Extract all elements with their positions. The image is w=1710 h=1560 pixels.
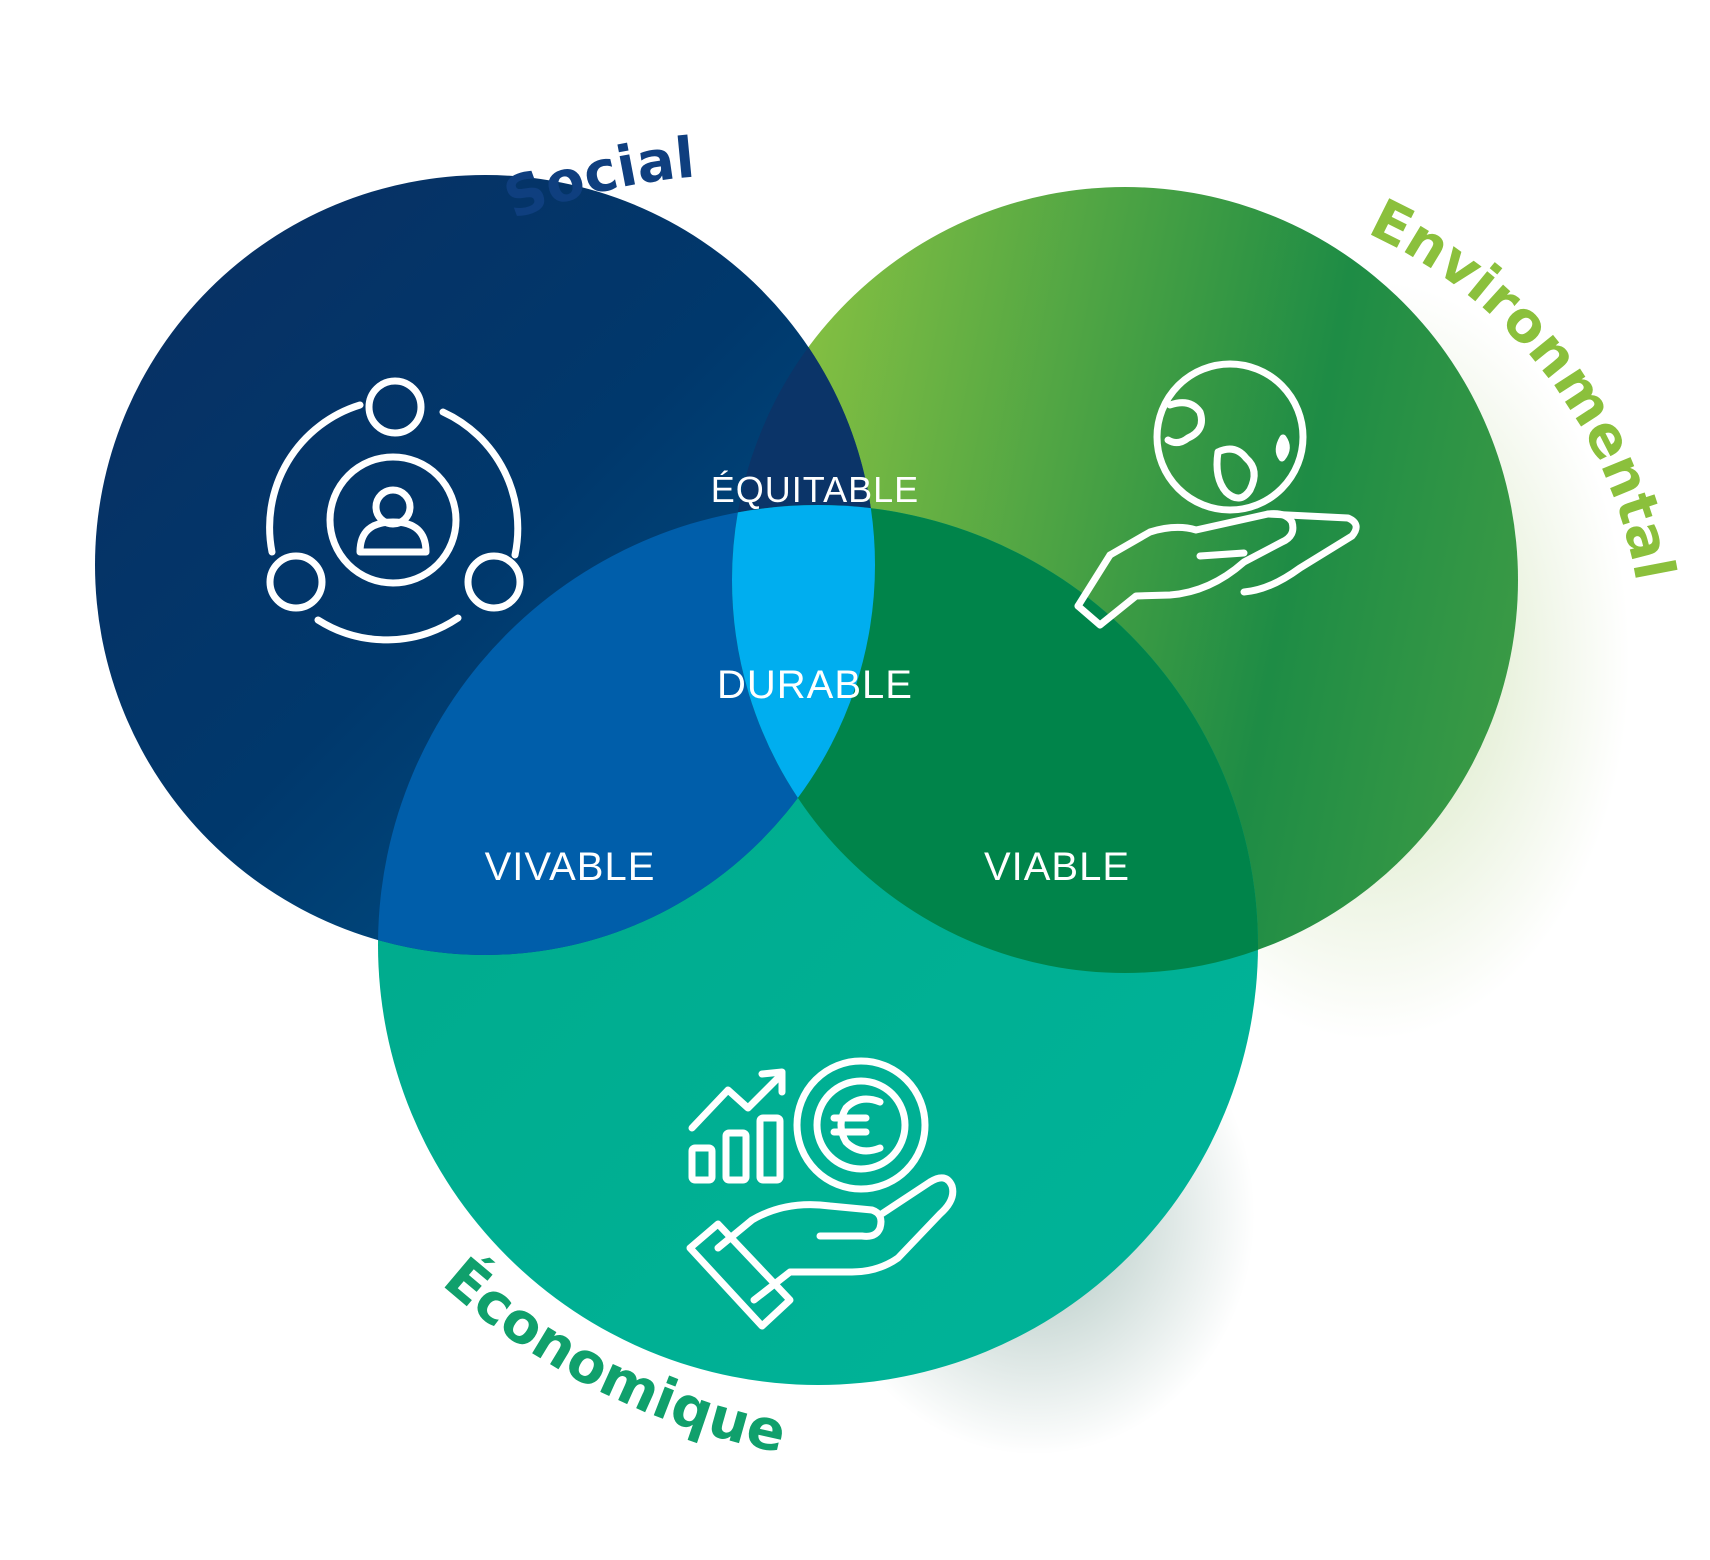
- globe-in-hand-icon: [1074, 360, 1360, 629]
- durable-label: DURABLE: [717, 663, 913, 707]
- viable-label: VIABLE: [984, 845, 1130, 889]
- euro-growth-hand-icon: [686, 1057, 957, 1330]
- vivable-label: VIVABLE: [485, 845, 656, 889]
- equitable-label: ÉQUITABLE: [711, 469, 919, 510]
- people-network-icon: [266, 377, 524, 644]
